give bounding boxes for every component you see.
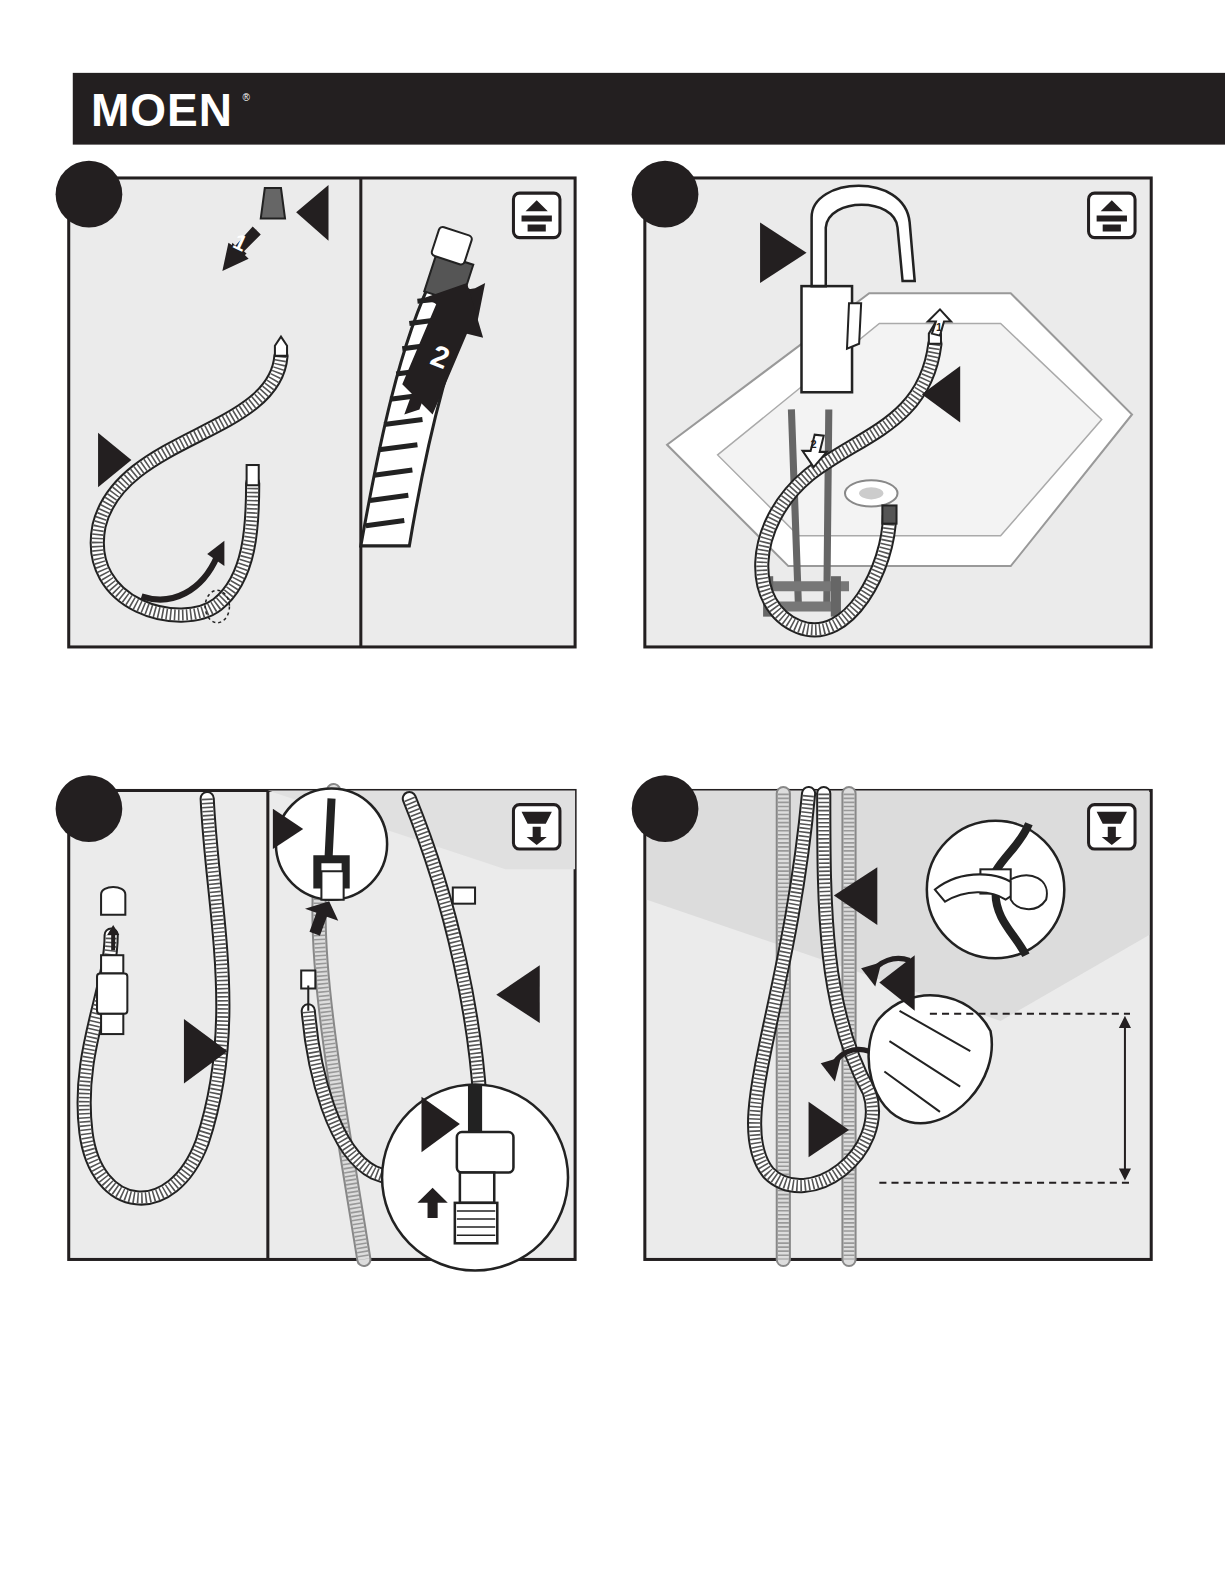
- step-panel: [69, 178, 575, 647]
- direction-arrow: [803, 435, 827, 467]
- pointer-triangle: [922, 366, 960, 423]
- pointer-triangle: [296, 185, 328, 241]
- step-circle: [56, 161, 123, 228]
- detail-circle: [276, 788, 387, 899]
- pointer-triangle: [760, 222, 806, 283]
- step-circle: [632, 161, 699, 228]
- direction-arrow: [928, 309, 951, 335]
- step-panel: [645, 178, 1151, 647]
- detail-circle: [927, 821, 1064, 958]
- pointer-triangle: [421, 1097, 459, 1153]
- pointer-triangle: [273, 809, 303, 849]
- below-sink-icon: [513, 805, 559, 849]
- pointer-triangle: [834, 867, 877, 925]
- below-sink-icon: [1089, 805, 1135, 849]
- step-panel: [645, 790, 1151, 1259]
- step-order-number: 1: [936, 322, 942, 333]
- brand-logo: MOEN: [91, 87, 233, 133]
- pointer-triangle: [879, 955, 914, 1011]
- pointer-triangle: [98, 433, 131, 488]
- step-order-number: 2: [811, 439, 817, 450]
- direction-arrow: [222, 226, 260, 270]
- above-sink-icon: [513, 193, 559, 237]
- detail-circle: [382, 1085, 568, 1271]
- step-circle: [632, 775, 699, 842]
- pointer-triangle: [496, 965, 539, 1023]
- sink: [667, 293, 1132, 566]
- above-sink-icon: [1089, 193, 1135, 237]
- step-circle: [56, 775, 123, 842]
- direction-arrow: [402, 283, 483, 414]
- registered-mark: ®: [243, 93, 250, 103]
- header-bar: [73, 73, 1225, 145]
- pointer-triangle: [184, 1019, 227, 1084]
- faucet: [802, 286, 853, 392]
- dimension-line: [930, 1013, 1130, 1015]
- hose-weight: [261, 188, 285, 218]
- pointer-triangle: [809, 1102, 849, 1158]
